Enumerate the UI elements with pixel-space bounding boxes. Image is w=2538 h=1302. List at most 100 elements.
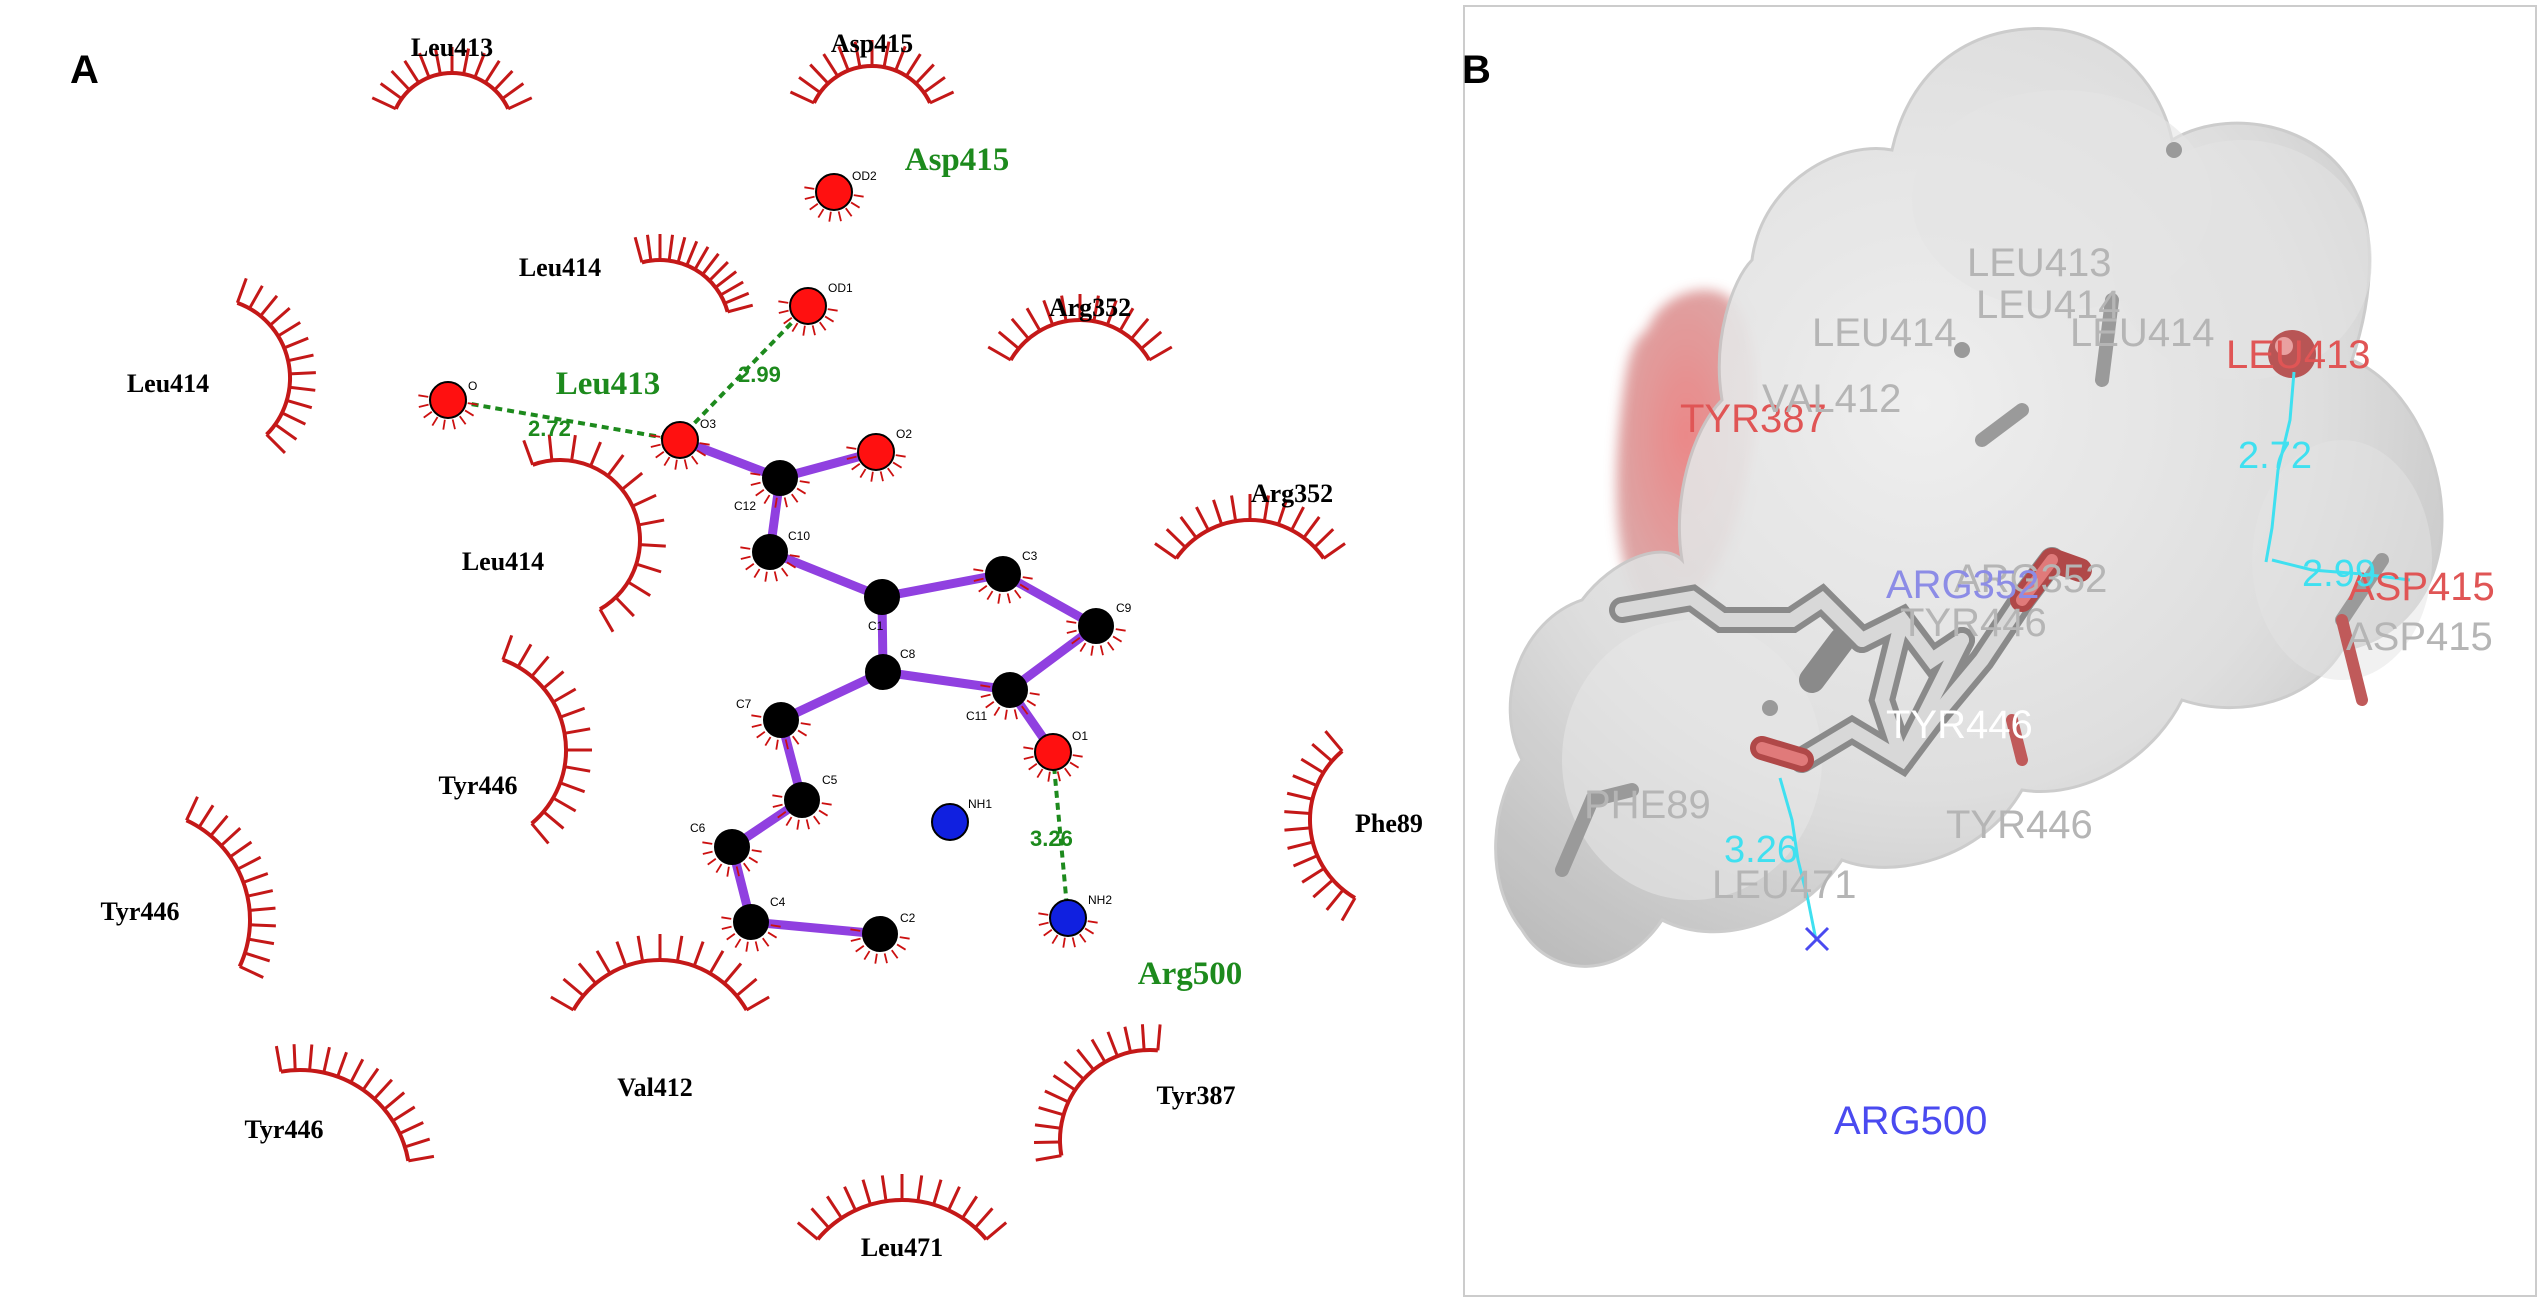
atom-spoke — [1099, 645, 1104, 656]
atom-spoke — [699, 442, 710, 446]
hbond-line-o1-nh2 — [1051, 754, 1070, 919]
atom-spoke — [751, 849, 762, 853]
atom-spoke — [783, 497, 788, 508]
atom-spoke — [813, 815, 821, 825]
distance-label-2-99: 2.99 — [738, 362, 781, 387]
atom-spoke — [726, 933, 736, 941]
atom-spoke — [846, 455, 857, 460]
surface-atom-dot — [2166, 142, 2182, 158]
label-tyr446-a: TYR446 — [1900, 601, 2047, 645]
atom-spoke — [1022, 576, 1033, 580]
atom-spoke — [764, 736, 772, 747]
atom-spoke — [1004, 709, 1008, 720]
atom-spoke — [796, 819, 800, 830]
atom-spoke — [431, 416, 439, 427]
atom-spoke — [1107, 641, 1115, 651]
hydrophobic-arc-val412 — [550, 934, 770, 1012]
surface-atom-dot — [1762, 700, 1778, 716]
atom-spoke — [1079, 642, 1087, 653]
atom-spoke — [973, 568, 984, 572]
atom-c4 — [733, 904, 769, 940]
interaction-diagram-svg: Leu413 Asp415 Leu414 Arg352 Leu414 Arg35… — [101, 29, 1423, 1262]
atom-c8 — [865, 654, 901, 690]
atom-spoke — [772, 803, 783, 808]
atom-spoke — [655, 451, 665, 459]
atom-label-o3: O3 — [700, 417, 716, 431]
atom-spoke — [1064, 767, 1072, 777]
atom-spoke — [819, 321, 827, 331]
atom-spoke — [778, 300, 789, 304]
atom-spoke — [767, 931, 778, 939]
atom-spoke — [1066, 629, 1077, 634]
atom-label-o: O — [468, 379, 477, 393]
atom-spoke — [459, 415, 467, 425]
oxygen-stick-o3-hl — [2016, 554, 2058, 606]
atom-spoke — [1056, 771, 1061, 782]
atom-spoke — [891, 949, 899, 959]
atom-spoke — [805, 819, 810, 830]
label-arg500: ARG500 — [1834, 1099, 1987, 1143]
atom-spoke — [853, 194, 864, 198]
atom-spoke — [855, 945, 865, 953]
atom-spoke — [1062, 937, 1066, 948]
atom-spoke — [1014, 589, 1022, 599]
atom-c9 — [1078, 608, 1114, 644]
residue-label-val412: Val412 — [617, 1073, 693, 1102]
atom-spoke — [740, 546, 751, 550]
atom-spoke — [702, 841, 713, 845]
atom-spoke — [1072, 754, 1083, 758]
atom-spoke — [763, 494, 771, 505]
label-val412: VAL412 — [1762, 377, 1901, 421]
atom-label-c3: C3 — [1022, 549, 1038, 563]
atom-spoke — [451, 419, 456, 430]
atom-label-c12: C12 — [734, 499, 756, 513]
panel-a-2d-interaction-diagram: A Leu413 Asp415 Leu414 Arg352 Leu414 Arg… — [70, 29, 1423, 1262]
atom-spoke — [721, 916, 732, 920]
label-leu413-red: LEU413 — [2226, 333, 2371, 377]
atom-spoke — [1006, 593, 1011, 604]
residue-label-tyr446-left: Tyr446 — [101, 897, 180, 926]
tyr446-oxygen-stick — [2006, 714, 2028, 766]
atom-spoke — [740, 555, 751, 560]
atom-spoke — [442, 419, 446, 430]
atom-spoke — [467, 402, 478, 406]
atom-spoke — [754, 941, 759, 952]
atom-spoke — [783, 317, 793, 325]
atom-o3 — [661, 421, 699, 459]
label-tyr446-c: TYR446 — [1946, 803, 2093, 847]
atom-spoke — [846, 446, 857, 450]
atom-spoke — [1023, 755, 1034, 760]
atom-spoke — [775, 739, 779, 750]
hydrophobic-arc-tyr446-mid — [501, 634, 592, 845]
atom-spoke — [702, 850, 713, 855]
surface-lobe-left — [1562, 620, 1822, 900]
atom-spoke — [792, 735, 800, 745]
atom-spoke — [1071, 937, 1076, 948]
atom-spoke — [1038, 921, 1049, 926]
hydrophobic-arc-phe89 — [1284, 730, 1357, 922]
atom-spoke — [978, 585, 988, 593]
label-arg352-blue: ARG352 — [1886, 563, 2039, 607]
atom-spoke — [1019, 583, 1030, 591]
surface-atom-dot — [1954, 342, 1970, 358]
atom-spoke — [850, 201, 861, 209]
atom-spoke — [777, 811, 787, 819]
atom-label-nh2: NH2 — [1088, 893, 1112, 907]
atom-spoke — [745, 941, 749, 952]
residue-label-arg352-right: Arg352 — [1251, 479, 1333, 508]
atom-spoke — [1051, 934, 1059, 945]
atom-spoke — [887, 467, 895, 477]
label-leu414-c: LEU414 — [1812, 311, 1957, 355]
atom-label-o2: O2 — [896, 427, 912, 441]
atom-label-c11: C11 — [966, 709, 987, 723]
atom-spoke — [753, 568, 761, 579]
label-tyr387: TYR387 — [1680, 397, 1827, 441]
atom-spoke — [770, 924, 781, 928]
atom-spoke — [772, 794, 783, 798]
residue-label-leu413-top: Leu413 — [411, 33, 493, 62]
atom-spoke — [883, 953, 888, 964]
cyan-distance-label-3-26: 3.26 — [1724, 829, 1798, 871]
asp415-stick — [2335, 553, 2389, 627]
atom-spoke — [892, 461, 903, 469]
arg500-marker-stroke-b — [1804, 926, 1830, 952]
